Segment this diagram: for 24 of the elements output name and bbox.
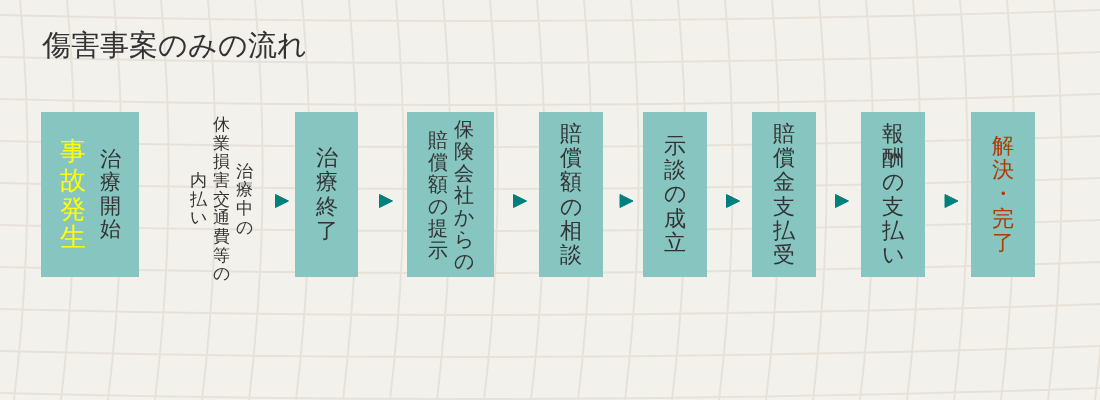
step-text: 治療終了 [315, 146, 338, 243]
step-box [643, 112, 707, 277]
step-box [539, 112, 603, 277]
step-text: 示談の成立 [664, 134, 686, 255]
arrow [835, 194, 849, 208]
arrow [726, 194, 740, 208]
arrow [619, 194, 634, 208]
step-box [861, 112, 925, 277]
arrow [944, 194, 959, 208]
step-text: 解決・完了 [992, 134, 1014, 255]
step-box [752, 112, 816, 277]
arrow [513, 194, 527, 208]
title: 傷害事案のみの流れ [42, 27, 307, 64]
arrow [379, 194, 393, 208]
step-text: 賠償額の相談 [560, 121, 582, 268]
step-box [41, 112, 139, 277]
heading-text: 事故発生 [59, 137, 86, 252]
step-text: 報酬の支払い [882, 121, 904, 268]
step-box [407, 112, 494, 277]
arrow [275, 194, 289, 208]
step-text: 賠償金支払受 [773, 121, 795, 268]
step-text: 治療開始 [99, 148, 121, 241]
step-box [295, 112, 358, 277]
step-box [971, 112, 1035, 277]
